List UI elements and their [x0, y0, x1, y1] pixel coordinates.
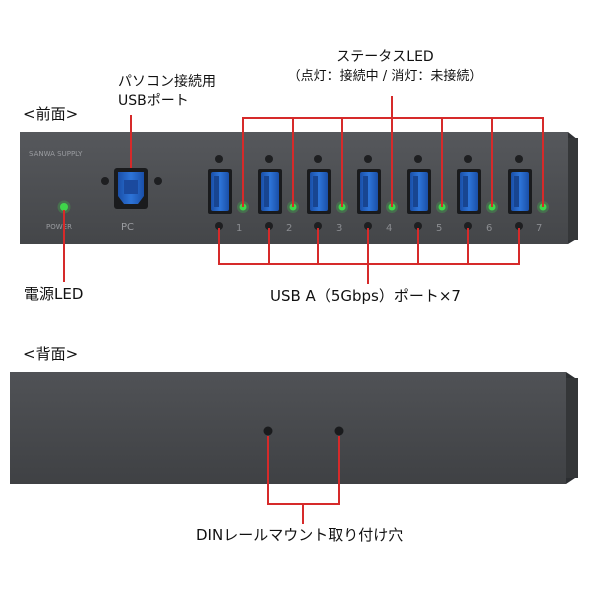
screw-hole-right	[154, 177, 162, 185]
power-text: POWER	[46, 223, 72, 231]
pc-text: PC	[121, 222, 134, 233]
usb-a-port-3: 3	[307, 155, 348, 234]
port-number-3: 3	[336, 223, 342, 234]
status-led-label: ステータスLED （点灯：接続中 / 消灯：未接続）	[280, 48, 490, 86]
usb-a-port-7: 7	[508, 155, 549, 234]
port-number-5: 5	[436, 223, 442, 234]
usb-a-port-2: 2	[258, 155, 299, 234]
port-number-7: 7	[536, 223, 542, 234]
power-led	[60, 203, 68, 211]
power-led-label: 電源LED	[24, 285, 84, 303]
usb-a-port-4: 4	[357, 155, 398, 234]
screw-hole-left	[101, 177, 109, 185]
din-mount-hole-left	[263, 426, 273, 436]
status-led-label-line2: （点灯：接続中 / 消灯：未接続）	[287, 69, 483, 84]
port-number-2: 2	[286, 223, 292, 234]
usb-a-port-6: 6	[457, 155, 498, 234]
back-section-label: <背面>	[23, 345, 79, 363]
front-panel: SANWA SUPPLY POWER PC 1	[20, 132, 578, 244]
port-number-1: 1	[236, 223, 242, 234]
din-mount-hole-right	[334, 426, 344, 436]
callout-lines-front	[63, 96, 544, 284]
front-section-label: <前面>	[23, 105, 79, 123]
usb-b-port-label: パソコン接続用 USBポート	[118, 73, 216, 111]
port-number-6: 6	[486, 223, 492, 234]
usb-b-port-label-line2: USBポート	[118, 93, 189, 109]
back-panel	[10, 372, 578, 484]
status-led-label-line1: ステータスLED	[336, 49, 434, 65]
port-number-4: 4	[386, 223, 392, 234]
callout-lines-back	[267, 436, 340, 524]
usb-b-port-label-line1: パソコン接続用	[118, 74, 216, 90]
din-rail-label: DINレールマウント取り付け穴	[196, 526, 404, 544]
brand-text: SANWA SUPPLY	[29, 150, 83, 158]
usb-a-ports-label: USB A（5Gbps）ポート×7	[270, 287, 461, 305]
